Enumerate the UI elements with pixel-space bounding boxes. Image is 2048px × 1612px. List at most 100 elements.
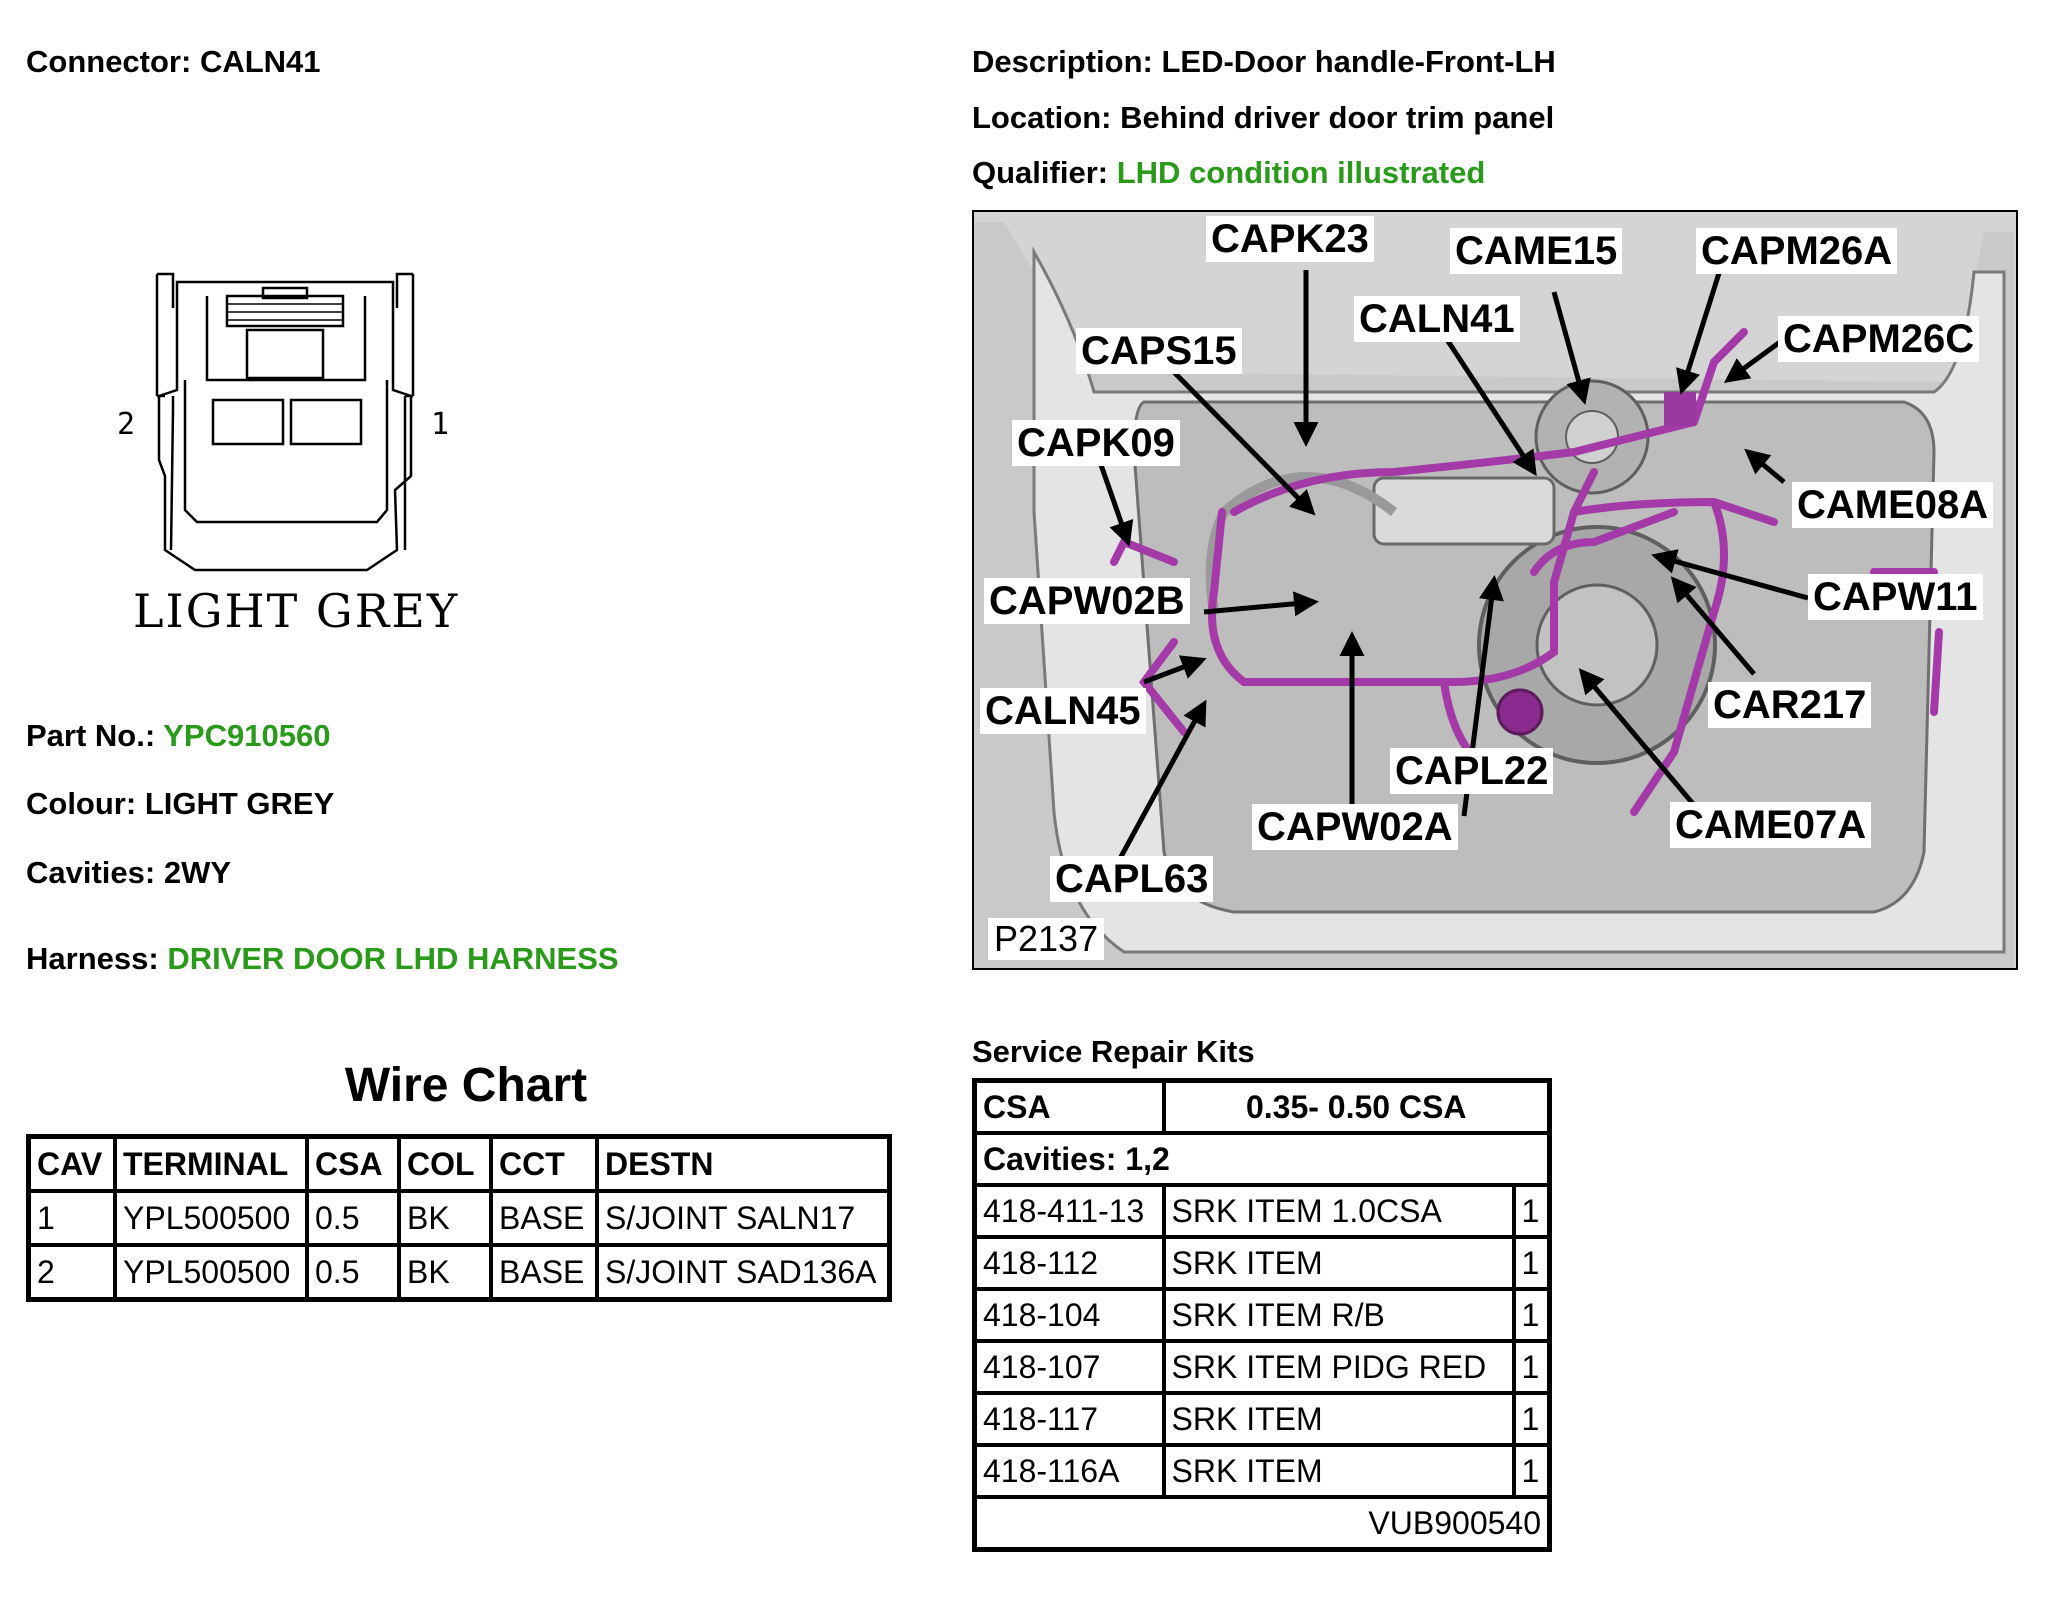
cell-terminal: YPL500500	[113, 1189, 309, 1247]
connector-colour-caption: LIGHT GREY	[133, 584, 460, 638]
srk-csa-row: CSA 0.35- 0.50 CSA	[972, 1078, 1552, 1135]
qualifier-value: LHD condition illustrated	[1116, 155, 1486, 190]
right-latch-arm	[395, 272, 415, 398]
srk-footer: VUB900540	[972, 1495, 1552, 1552]
harness-label: Harness:	[26, 941, 159, 976]
harness-line: Harness: DRIVER DOOR LHD HARNESS	[26, 941, 619, 977]
cavity-2	[211, 398, 285, 446]
srk-item: SRK ITEM	[1161, 1391, 1516, 1447]
door-illustration	[974, 222, 2014, 968]
callout-came15: CAME15	[1450, 228, 1623, 274]
cavities-value: 2WY	[163, 855, 232, 890]
pin-label-2: 2	[117, 407, 135, 442]
qualifier-line: Qualifier: LHD condition illustrated	[972, 155, 1485, 191]
wire-chart-title: Wire Chart	[344, 1059, 588, 1112]
srk-item: SRK ITEM 1.0CSA	[1161, 1183, 1516, 1239]
callout-caln41: CALN41	[1354, 296, 1520, 342]
callout-capm26a: CAPM26A	[1696, 228, 1898, 274]
cell-col: BK	[397, 1189, 493, 1247]
left-body-edge	[169, 396, 175, 551]
srk-part: 418-112	[972, 1235, 1166, 1291]
srk-table: CSA 0.35- 0.50 CSA Cavities: 1,2 418-411…	[972, 1078, 1552, 1552]
srk-part: 418-107	[972, 1339, 1166, 1395]
colour-value: LIGHT GREY	[144, 786, 335, 821]
srk-qty: 1	[1511, 1183, 1552, 1239]
header-col: COL	[397, 1134, 493, 1193]
table-row: 418-116A SRK ITEM 1	[972, 1443, 1552, 1499]
callout-came07a: CAME07A	[1670, 802, 1872, 848]
callout-car217: CAR217	[1708, 682, 1872, 728]
cell-csa: 0.5	[305, 1243, 401, 1302]
cavity-1	[289, 398, 363, 446]
upper-housing	[205, 296, 367, 382]
location-label: Location:	[972, 100, 1112, 135]
location-value: Behind driver door trim panel	[1120, 100, 1555, 135]
callout-capk23: CAPK23	[1206, 216, 1374, 262]
srk-qty: 1	[1511, 1287, 1552, 1343]
srk-item: SRK ITEM R/B	[1161, 1287, 1516, 1343]
connector-body	[157, 280, 413, 572]
cell-destn: S/JOINT SALN17	[595, 1189, 892, 1247]
lock-tab	[225, 294, 345, 328]
srk-qty: 1	[1511, 1235, 1552, 1291]
table-row: 418-107 SRK ITEM PIDG RED 1	[972, 1339, 1552, 1395]
srk-item: SRK ITEM	[1161, 1235, 1516, 1291]
cell-csa: 0.5	[305, 1189, 401, 1247]
callout-came08a: CAME08A	[1792, 482, 1994, 528]
header-destn: DESTN	[595, 1134, 892, 1193]
qualifier-label: Qualifier:	[972, 155, 1109, 190]
header-cav: CAV	[26, 1134, 117, 1193]
srk-qty: 1	[1511, 1391, 1552, 1447]
callout-capw02b: CAPW02B	[984, 578, 1190, 624]
srk-csa-value: 0.35- 0.50 CSA	[1161, 1078, 1552, 1135]
connector-line: Connector: CALN41	[26, 44, 321, 80]
srk-part: 418-117	[972, 1391, 1166, 1447]
upper-window	[245, 328, 325, 380]
description-label: Description:	[972, 44, 1153, 79]
harness-value: DRIVER DOOR LHD HARNESS	[167, 941, 619, 976]
table-row: 1 YPL500500 0.5 BK BASE S/JOINT SALN17	[26, 1189, 892, 1247]
srk-item: SRK ITEM	[1161, 1443, 1516, 1499]
header-csa: CSA	[305, 1134, 401, 1193]
callout-capw11: CAPW11	[1808, 574, 1983, 620]
srk-part: 418-104	[972, 1287, 1166, 1343]
callout-capm26c: CAPM26C	[1778, 316, 1980, 362]
wire-chart-header-row: CAV TERMINAL CSA COL CCT DESTN	[26, 1134, 892, 1193]
table-row: 418-112 SRK ITEM 1	[972, 1235, 1552, 1291]
srk-item: SRK ITEM PIDG RED	[1161, 1339, 1516, 1395]
srk-csa-label: CSA	[972, 1078, 1166, 1135]
door-harness-image: CAPK23 CAME15 CAPM26A CALN41 CAPS15 CAPM…	[972, 210, 2018, 970]
cell-col: BK	[397, 1243, 493, 1302]
location-line: Location: Behind driver door trim panel	[972, 100, 1554, 136]
table-row: 2 YPL500500 0.5 BK BASE S/JOINT SAD136A	[26, 1243, 892, 1302]
description-value: LED-Door handle-Front-LH	[1161, 44, 1556, 79]
callout-caps15: CAPS15	[1076, 328, 1242, 374]
header-cct: CCT	[489, 1134, 599, 1193]
srk-part: 418-411-13	[972, 1183, 1166, 1239]
table-row: 418-411-13 SRK ITEM 1.0CSA 1	[972, 1183, 1552, 1239]
callout-capw02a: CAPW02A	[1252, 804, 1458, 850]
callout-capl63: CAPL63	[1050, 856, 1214, 902]
srk-title: Service Repair Kits	[972, 1034, 1255, 1069]
srk-qty: 1	[1511, 1339, 1552, 1395]
callout-capl22: CAPL22	[1390, 748, 1554, 794]
left-latch-arm	[155, 272, 175, 398]
srk-footer-row: VUB900540	[972, 1495, 1552, 1552]
wire-chart-table: CAV TERMINAL CSA COL CCT DESTN 1 YPL5005…	[26, 1134, 892, 1302]
cell-cct: BASE	[489, 1189, 599, 1247]
cavities-label: Cavities:	[26, 855, 156, 890]
srk-part: 418-116A	[972, 1443, 1166, 1499]
cell-terminal: YPL500500	[113, 1243, 309, 1302]
srk-cavities-row: Cavities: 1,2	[972, 1131, 1552, 1187]
callout-capk09: CAPK09	[1012, 420, 1180, 466]
cell-destn: S/JOINT SAD136A	[595, 1243, 892, 1302]
part-no-line: Part No.: YPC910560	[26, 718, 330, 754]
cell-cct: BASE	[489, 1243, 599, 1302]
srk-cavities: Cavities: 1,2	[972, 1131, 1552, 1187]
cavities-line: Cavities: 2WY	[26, 855, 231, 891]
connector-face-drawing: 2 1	[117, 272, 449, 572]
description-line: Description: LED-Door handle-Front-LH	[972, 44, 1556, 80]
table-row: 418-117 SRK ITEM 1	[972, 1391, 1552, 1447]
pin-label-1: 1	[431, 407, 449, 442]
colour-label: Colour:	[26, 786, 137, 821]
